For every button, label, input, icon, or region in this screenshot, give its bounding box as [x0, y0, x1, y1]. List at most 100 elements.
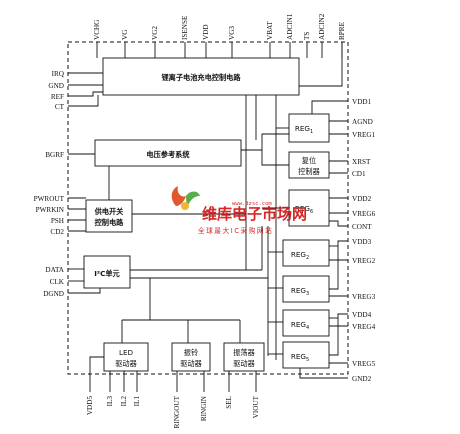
reg3-label: REG — [291, 286, 306, 295]
i2c-unit-label: I²C单元 — [94, 269, 120, 278]
vibrator-driver-label-2: 驱动器 — [233, 359, 255, 368]
reg4-block — [282, 309, 330, 337]
pin-cd2: CD2 — [50, 228, 64, 236]
led-driver-label-2: 驱动器 — [115, 359, 137, 368]
pin-vg3: VG3 — [228, 26, 236, 40]
pin-adcin1: ADCIN1 — [286, 13, 294, 40]
right-pins-reg23: VDD3 VREG2 VREG3 — [329, 238, 376, 301]
pin-vg: VG — [121, 30, 129, 40]
reg6-block — [288, 189, 330, 227]
pin-adcin2: ADCIN2 — [318, 13, 326, 40]
svg-text:REG3: REG3 — [291, 286, 309, 297]
pin-pwrkin: PWRKIN — [36, 206, 65, 214]
bottom-pins: VDD5 IL3 IL2 IL1 RINGOUT RINGIN SEL VIOU… — [86, 356, 260, 428]
watermark: 维库电子市场网 www.dzsc.com 全球最大IC采购网站 — [171, 186, 307, 235]
pin-rpre: RPRE — [338, 21, 346, 40]
led-driver-block — [103, 342, 149, 372]
pin-pwrout: PWROUT — [34, 195, 65, 203]
led-driver-label-1: LED — [119, 348, 134, 357]
pin-vreg6: VREG6 — [352, 210, 376, 218]
voltage-reference-label: 电压参考系统 — [146, 150, 190, 159]
pin-ringout: RINGOUT — [173, 395, 181, 428]
reg2-sub: 2 — [306, 255, 309, 261]
right-pins-reg45: VDD4 VREG4 VREG5 GND2 — [299, 311, 376, 383]
pin-cont: CONT — [352, 223, 372, 231]
power-switch-label-1: 供电开关 — [94, 207, 125, 216]
svg-text:REG1: REG1 — [295, 124, 313, 135]
vibrator-driver-block — [223, 342, 265, 372]
pin-agnd: AGND — [352, 118, 373, 126]
pin-data: DATA — [45, 266, 64, 274]
pin-bgrf: BGRF — [45, 151, 64, 159]
reg1-label: REG — [295, 124, 310, 133]
reg1-sub: 1 — [310, 129, 313, 135]
ringer-driver-label-1: 振铃 — [184, 348, 198, 357]
pin-gnd2: GND2 — [352, 375, 372, 383]
reset-controller-label-2: 控制器 — [298, 167, 320, 176]
pin-il2: IL2 — [120, 396, 128, 407]
pin-vdd3: VDD3 — [352, 238, 372, 246]
pin-il3: IL3 — [106, 396, 114, 407]
pin-xrst: XRST — [352, 158, 371, 166]
pin-ct: CT — [55, 103, 65, 111]
reg5-label: REG — [291, 352, 306, 361]
chip-outline — [67, 41, 349, 375]
watermark-logo-icon — [171, 186, 200, 210]
top-pins: VCHG VG VG2 ISENSE VDD VG3 VBAT ADCIN1 T… — [93, 13, 346, 58]
pin-vreg1: VREG1 — [352, 131, 376, 139]
right-pins-reg1: VDD1 AGND VREG1 — [311, 98, 376, 139]
pin-vdd: VDD — [202, 24, 210, 40]
reg3-sub: 3 — [306, 291, 309, 297]
reg4-sub: 4 — [306, 325, 309, 331]
reg1-block — [288, 113, 330, 143]
pin-vdd2: VDD2 — [352, 195, 372, 203]
ringer-driver-label-2: 驱动器 — [180, 359, 202, 368]
vibrator-driver-label-1: 振荡器 — [233, 348, 255, 357]
watermark-slogan: 全球最大IC采购网站 — [198, 226, 273, 235]
reg4-label: REG — [291, 320, 306, 329]
pin-ref: REF — [51, 93, 64, 101]
reg5-sub: 5 — [306, 357, 309, 363]
pin-cd1: CD1 — [352, 170, 366, 178]
i2c-unit-block — [83, 255, 131, 289]
pin-gnd: GND — [48, 82, 64, 90]
watermark-brand: 维库电子市场网 — [202, 205, 307, 223]
right-pins-reg6: VDD2 VREG6 CONT — [329, 195, 376, 231]
reg6-sub: 6 — [310, 209, 313, 215]
svg-text:REG5: REG5 — [291, 352, 309, 363]
power-switch-block — [85, 199, 133, 233]
ringer-driver-block — [171, 342, 211, 372]
pin-ringin: RINGIN — [200, 395, 208, 421]
left-pins-i2c: DATA CLK DGND — [43, 266, 101, 298]
pin-psh: PSH — [51, 217, 64, 225]
pin-vreg4: VREG4 — [352, 323, 376, 331]
reg2-label: REG — [291, 250, 306, 259]
pin-vdd4: VDD4 — [352, 311, 372, 319]
left-pins-power: PWROUT PWRKIN PSH CD2 — [34, 195, 86, 236]
reg5-block — [282, 341, 330, 369]
pin-isense: ISENSE — [181, 15, 189, 40]
voltage-reference-block — [94, 139, 242, 167]
pin-irq: IRQ — [52, 70, 65, 78]
power-switch-label-2: 控制电路 — [95, 218, 125, 227]
pin-vdd1: VDD1 — [352, 98, 372, 106]
reg6-label: REG — [295, 204, 310, 213]
watermark-url: www.dzsc.com — [232, 201, 272, 207]
left-pins-top: IRQ GND REF CT — [48, 70, 103, 111]
pin-viout: VIOUT — [252, 395, 260, 418]
pin-vchg: VCHG — [93, 20, 101, 40]
reg2-block — [282, 239, 330, 267]
pin-il1: IL1 — [133, 396, 141, 407]
pin-vdd5: VDD5 — [86, 396, 94, 416]
pin-clk: CLK — [50, 278, 65, 286]
charger-control-label: 锂离子电池充电控制电路 — [161, 73, 241, 82]
pin-sel: SEL — [225, 396, 233, 409]
pin-vreg5: VREG5 — [352, 360, 376, 368]
pin-vreg2: VREG2 — [352, 257, 376, 265]
pin-vreg3: VREG3 — [352, 293, 376, 301]
pin-vg2: VG2 — [151, 26, 159, 40]
pin-dgnd: DGND — [43, 290, 64, 298]
charger-control-block — [102, 57, 300, 96]
svg-text:REG6: REG6 — [295, 204, 313, 215]
